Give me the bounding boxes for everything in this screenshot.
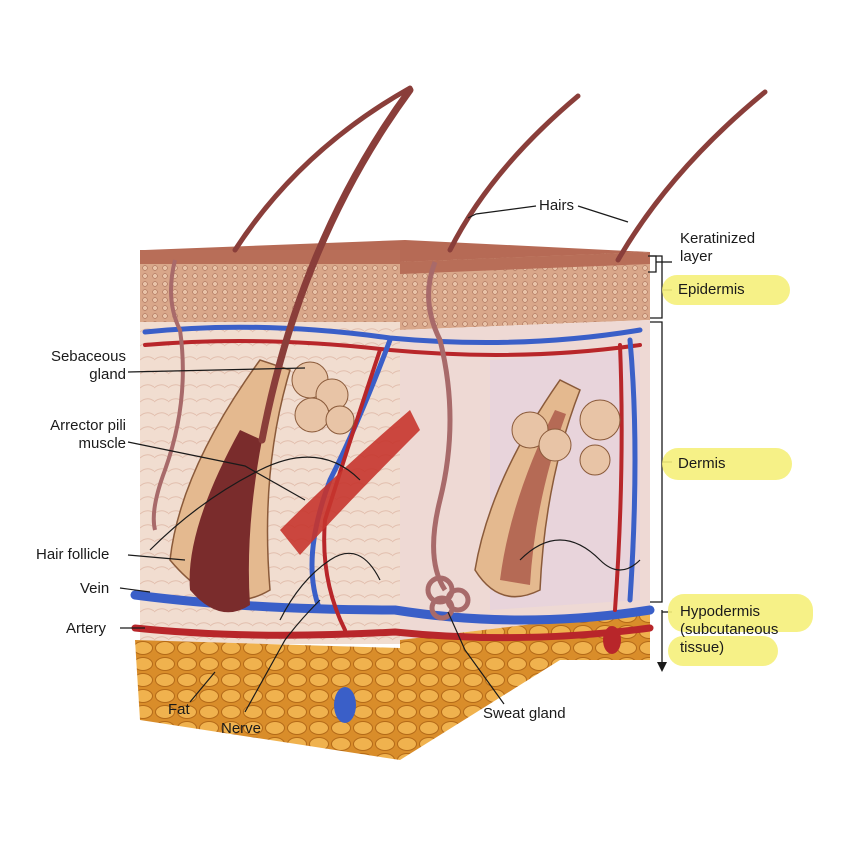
label-nerve: Nerve: [221, 720, 262, 737]
highlight-hypodermis-tail: [668, 636, 778, 666]
nerves: [149, 456, 641, 621]
label-dermis: Dermis: [678, 455, 726, 472]
label-sweat-gland: Sweat gland: [483, 705, 566, 722]
label-keratinized-layer: Keratinized layer: [680, 230, 756, 265]
artery-upper: [143, 339, 642, 357]
highlight-dermis: [662, 448, 792, 480]
right-keratinized-layer: [400, 252, 650, 274]
vein-right-ascending: [627, 337, 638, 603]
label-vein: Vein: [80, 580, 110, 597]
label-fat: Fat: [168, 701, 190, 718]
label-hairs: Hairs: [539, 197, 575, 214]
highlight-hypodermis: [668, 594, 813, 632]
sweat-duct: [426, 261, 453, 592]
arrector-pili-muscle: [280, 410, 420, 555]
hair-shaft-main: [258, 86, 414, 444]
vein-cut-end: [334, 687, 356, 723]
hair-follicle-cutaway: [474, 379, 621, 598]
front-keratinized-layer: [140, 250, 400, 264]
hair-bulb: [189, 430, 262, 613]
artery-cut-end: [603, 626, 621, 654]
front-hypodermis: [135, 640, 400, 760]
artery-lower: [131, 624, 654, 642]
hair-shaft-center: [447, 93, 581, 253]
sebaceous-gland-main: [291, 361, 355, 435]
label-epidermis: Epidermis: [678, 281, 745, 298]
hair-follicle-main: [169, 86, 414, 613]
sweat-duct-left: [151, 259, 185, 531]
hypodermis-arrow-head: [657, 662, 667, 672]
label-hypodermis: Hypodermis (subcutaneous tissue): [680, 603, 779, 656]
leader-lines: [119, 205, 629, 713]
hair-shaft-left: [232, 85, 413, 253]
sweat-gland-coil: [425, 575, 471, 621]
bracket-dermis: [650, 321, 663, 603]
hair-shaft-right: [615, 89, 768, 263]
artery-right-ascending: [613, 343, 624, 612]
right-hypodermis: [400, 610, 650, 760]
label-arrector-pili-muscle: Arrector pili muscle: [50, 417, 126, 452]
label-hair-follicle: Hair follicle: [36, 546, 110, 563]
label-sebaceous-gland: Sebaceous gland: [50, 348, 126, 383]
label-artery: Artery: [66, 620, 107, 637]
highlight-epidermis: [662, 275, 790, 305]
